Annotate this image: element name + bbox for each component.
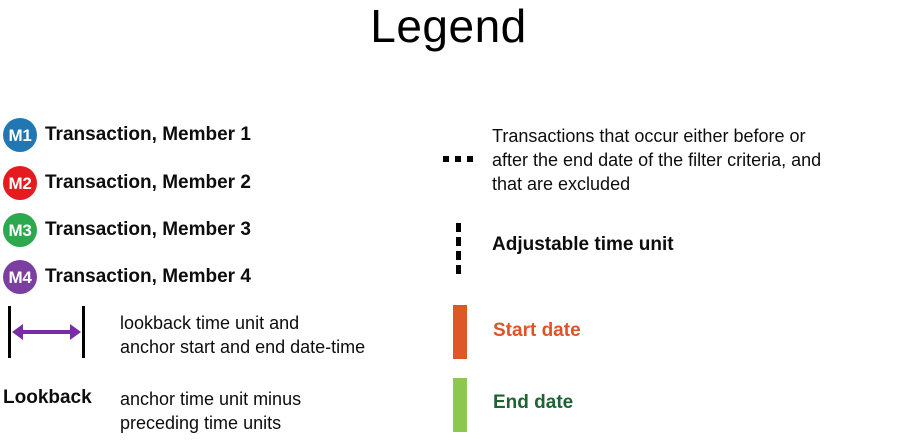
legend-item-member-3: M3 Transaction, Member 3 (3, 213, 251, 247)
dash-segment (456, 237, 461, 246)
page-title: Legend (370, 0, 527, 52)
end-date-label: End date (493, 392, 574, 413)
member-badge-m1: M1 (3, 118, 37, 152)
legend-item-member-4: M4 Transaction, Member 4 (3, 260, 251, 294)
member-badge-m4: M4 (3, 260, 37, 294)
arrow-head-right-icon (70, 324, 81, 340)
vertical-dashed-line-icon (456, 223, 461, 274)
lookback-arrow-description: lookback time unit and anchor start and … (120, 313, 366, 357)
lookback-arrow-icon (8, 306, 94, 358)
ellipsis-dot (455, 156, 461, 162)
legend-item-member-1: M1 Transaction, Member 1 (3, 118, 251, 152)
start-date-label: Start date (493, 320, 581, 341)
arrow-end-bar (82, 306, 85, 358)
start-date-swatch (453, 305, 467, 359)
legend-item-member-2: M2 Transaction, Member 2 (3, 166, 251, 200)
ellipsis-dot (467, 156, 473, 162)
dash-segment (456, 265, 461, 274)
member-label-2: Transaction, Member 2 (45, 172, 251, 193)
adjustable-time-unit-label: Adjustable time unit (492, 234, 674, 255)
arrow-shaft (18, 330, 75, 334)
excluded-transactions-description: Transactions that occur either before or… (492, 126, 822, 194)
member-label-4: Transaction, Member 4 (45, 266, 251, 287)
lookback-term: Lookback (3, 387, 92, 408)
end-date-swatch (453, 378, 467, 432)
horizontal-ellipsis-icon (443, 156, 473, 162)
member-badge-m2: M2 (3, 166, 37, 200)
arrow-start-bar (8, 306, 11, 358)
lookback-definition-description: anchor time unit minus preceding time un… (120, 389, 302, 433)
member-label-1: Transaction, Member 1 (45, 124, 251, 145)
ellipsis-dot (443, 156, 449, 162)
arrow-head-left-icon (12, 324, 23, 340)
member-badge-m3: M3 (3, 213, 37, 247)
dash-segment (456, 223, 461, 232)
dash-segment (456, 251, 461, 260)
member-label-3: Transaction, Member 3 (45, 219, 251, 240)
